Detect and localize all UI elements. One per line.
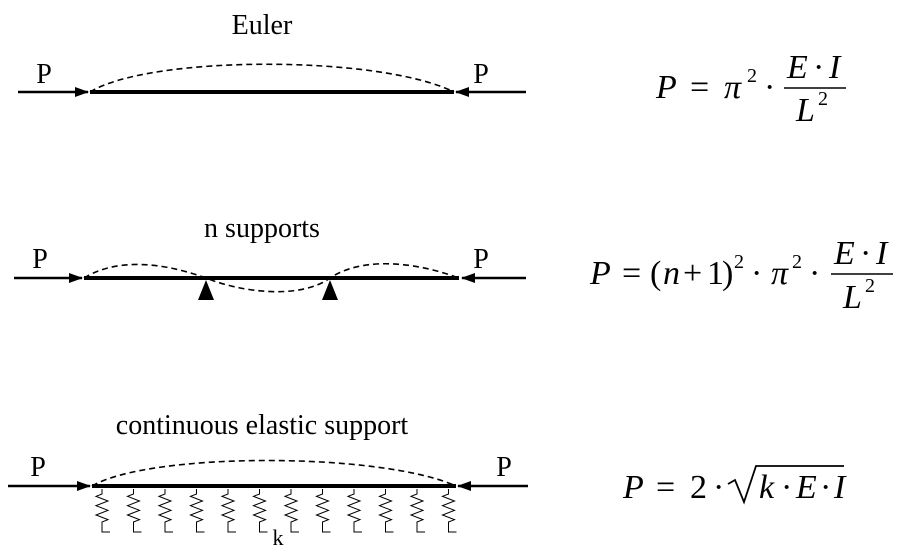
svg-text:(: (	[650, 255, 661, 292]
svg-text:P: P	[655, 69, 677, 106]
svg-text:2: 2	[734, 251, 744, 273]
spring	[283, 489, 299, 533]
svg-text:I: I	[828, 49, 842, 86]
spring	[220, 489, 236, 533]
svg-text:π: π	[771, 255, 789, 292]
svg-text:2: 2	[690, 469, 707, 506]
spring	[189, 489, 205, 533]
spring	[94, 489, 110, 533]
n-supports-formula: P = ( n + 1 ) 2 · π 2 · E · I L 2	[589, 235, 893, 316]
svg-text:+: +	[683, 255, 702, 292]
spring	[441, 489, 457, 533]
n-supports-buckled-shape	[83, 262, 460, 293]
svg-text:I: I	[833, 469, 847, 506]
elastic-load-left-label: P	[30, 452, 46, 483]
svg-text:·: ·	[813, 49, 824, 86]
elastic-formula: P = 2 · k · E · I	[622, 465, 847, 506]
svg-text:P: P	[622, 469, 644, 506]
spring	[378, 489, 394, 533]
euler-title: Euler	[232, 10, 293, 41]
n-supports-support-2	[322, 280, 338, 300]
svg-text:): )	[722, 255, 733, 292]
spring	[409, 489, 425, 533]
euler-buckled-shape	[89, 63, 455, 93]
svg-text:·: ·	[764, 69, 775, 106]
euler-load-right-label: P	[473, 59, 489, 90]
svg-text:=: =	[622, 255, 641, 292]
svg-text:·: ·	[751, 255, 762, 292]
svg-text:2: 2	[747, 65, 757, 87]
svg-text:P: P	[589, 255, 611, 292]
svg-text:L: L	[842, 279, 862, 316]
n-supports-load-left-label: P	[32, 244, 48, 275]
elastic-buckled-shape	[91, 459, 457, 487]
svg-text:=: =	[656, 469, 675, 506]
svg-text:·: ·	[713, 469, 724, 506]
svg-text:n: n	[663, 255, 680, 292]
elastic-spring-row	[94, 489, 457, 533]
elastic-sqrt-sign	[727, 465, 844, 505]
elastic-spring-label: k	[273, 525, 284, 547]
svg-text:E: E	[786, 49, 808, 86]
elastic-panel: continuous elastic support P P k P = 2 ·…	[8, 410, 847, 547]
elastic-title: continuous elastic support	[116, 410, 409, 441]
svg-text:=: =	[690, 69, 709, 106]
n-supports-title: n supports	[204, 213, 320, 244]
spring	[346, 489, 362, 533]
spring	[126, 489, 142, 533]
svg-text:·: ·	[781, 469, 792, 506]
svg-text:π: π	[724, 69, 742, 106]
euler-load-left-label: P	[36, 59, 52, 90]
svg-text:·: ·	[860, 235, 871, 272]
n-supports-panel: n supports P P P = ( n + 1 ) 2 · π 2 · E…	[14, 213, 893, 316]
spring	[252, 489, 268, 533]
svg-text:2: 2	[792, 251, 802, 273]
svg-text:2: 2	[818, 88, 828, 110]
n-supports-support-1	[198, 280, 214, 300]
spring	[315, 489, 331, 533]
svg-text:k: k	[759, 469, 775, 506]
svg-text:L: L	[795, 92, 815, 129]
svg-text:·: ·	[820, 469, 831, 506]
svg-text:2: 2	[865, 275, 875, 297]
spring	[157, 489, 173, 533]
svg-text:1: 1	[707, 255, 724, 292]
svg-text:E: E	[833, 235, 855, 272]
euler-formula: P = π 2 · E · I L 2	[655, 49, 846, 129]
n-supports-load-right-label: P	[473, 244, 489, 275]
svg-text:E: E	[795, 469, 817, 506]
svg-text:I: I	[875, 235, 889, 272]
svg-text:·: ·	[809, 255, 820, 292]
elastic-load-right-label: P	[496, 452, 512, 483]
euler-panel: Euler P P P = π 2 · E · I L 2	[18, 10, 846, 129]
